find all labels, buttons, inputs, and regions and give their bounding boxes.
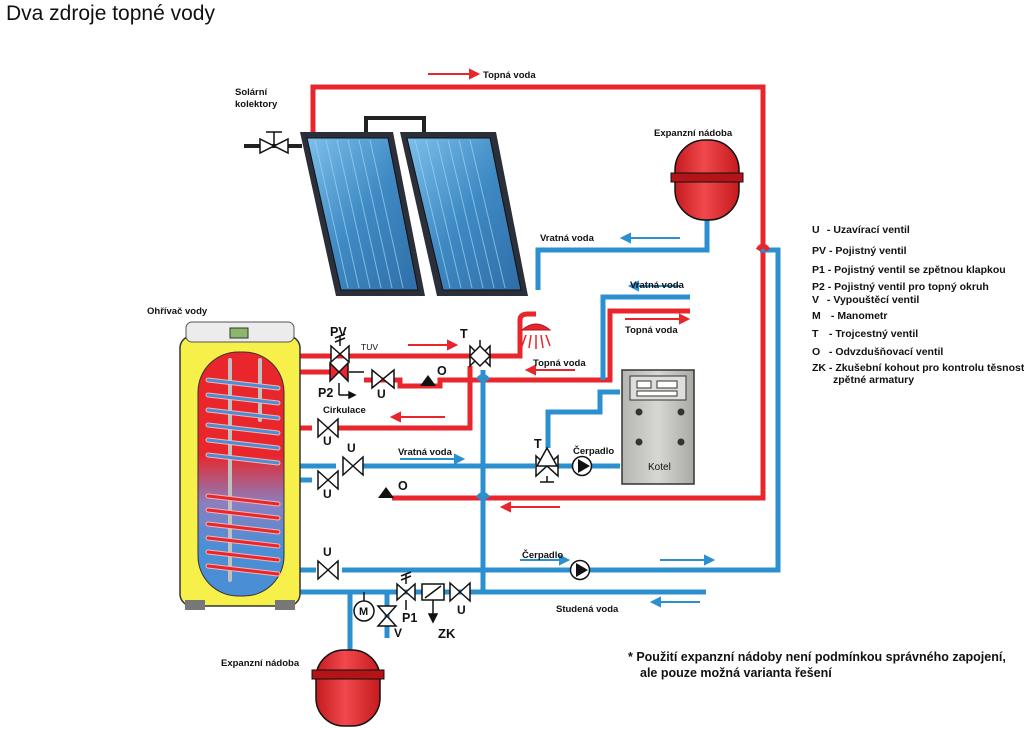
three-way-valve-icon xyxy=(535,446,559,483)
u-coil2-label: U xyxy=(323,487,332,501)
check-valve-icon xyxy=(421,583,445,624)
supply-right-label: Topná voda xyxy=(625,325,678,336)
expansion-tank-top xyxy=(670,139,744,221)
return-right-label: Vratná voda xyxy=(630,280,685,291)
solar-collectors xyxy=(244,116,528,296)
footnote-line-1: * Použití expanzní nádoby není podmínkou… xyxy=(628,650,1006,664)
drain-valve-icon xyxy=(376,605,398,627)
legend-item: PV - Pojistný ventil xyxy=(812,245,907,257)
return-coil-label: Vratná voda xyxy=(398,447,453,458)
legend-item: V - Vypouštěcí ventil xyxy=(812,294,920,306)
gate-valves xyxy=(317,368,471,603)
supply-top-label: Topná voda xyxy=(483,70,536,81)
page-title: Dva zdroje topné vody xyxy=(6,2,215,25)
gate-valve-icon xyxy=(342,455,364,477)
gate-valve-icon xyxy=(317,559,339,581)
circulation-label: Cirkulace xyxy=(323,405,366,416)
p1-label: P1 xyxy=(402,611,417,625)
safety-valve-icon xyxy=(329,361,364,400)
legend-item: M - Manometr xyxy=(812,310,888,322)
legend-item: P2 - Pojistný ventil pro topný okruh xyxy=(812,281,989,293)
three-way-valve-icon xyxy=(468,340,492,368)
return-mid-label: Vratná voda xyxy=(540,233,595,244)
solar-gate-valve xyxy=(259,131,289,155)
expansion-bottom-label: Expanzní nádoba xyxy=(221,658,300,669)
legend-item: ZK - Zkušební kohout pro kontrolu těsnos… xyxy=(812,362,1024,374)
legend-item: zpětné armatury xyxy=(833,374,915,386)
t1-label: T xyxy=(460,327,468,341)
u-bottom-label: U xyxy=(323,545,332,559)
pipe-crossovers xyxy=(475,243,771,500)
safety-valve-icon xyxy=(330,333,350,364)
solar-label-1: Solární xyxy=(235,87,268,98)
flow-arrow-icon xyxy=(389,68,716,608)
air-vent-icon xyxy=(378,487,394,498)
u-circ-label: U xyxy=(323,434,332,448)
pump-icon xyxy=(571,455,593,477)
supply-lower-label: Topná voda xyxy=(533,358,586,369)
boiler-label: Kotel xyxy=(648,462,671,473)
gate-valve-icon xyxy=(317,469,339,491)
v-label: V xyxy=(394,626,402,640)
heater-label: Ohřívač vody xyxy=(147,306,208,317)
u-tuv-label: U xyxy=(377,387,386,401)
legend-item: T - Trojcestný ventil xyxy=(812,328,919,340)
o2-label: O xyxy=(398,479,408,493)
cold-pipes xyxy=(297,218,781,640)
gate-valve-icon xyxy=(371,368,395,390)
pump-boiler-label: Čerpadlo xyxy=(573,445,614,457)
gate-valve-icon xyxy=(317,417,339,439)
footnote-line-2: ale pouze možná varianta řešení xyxy=(640,666,832,680)
boiler xyxy=(621,369,695,485)
o1-label: O xyxy=(437,364,447,378)
water-heater-tank xyxy=(179,321,301,610)
shower-head-icon xyxy=(517,311,552,349)
diagram-labels: Solární kolektory Ohřívač vody Expanzní … xyxy=(147,70,733,669)
tuv-label: TUV xyxy=(361,342,378,352)
p2-label: P2 xyxy=(318,386,333,400)
u-coil1-label: U xyxy=(347,441,356,455)
legend-item: P1 - Pojistný ventil se zpětnou klapkou xyxy=(812,264,1006,276)
pump-circ-label: Čerpadlo xyxy=(522,549,563,561)
legend-item: U - Uzavírací ventil xyxy=(812,224,910,236)
air-vent-icon xyxy=(420,375,436,386)
hot-pipes xyxy=(295,84,766,501)
safety-valve-icon xyxy=(396,571,416,610)
expansion-top-label: Expanzní nádoba xyxy=(654,128,733,139)
legend-item: O - Odvzdušňovací ventil xyxy=(812,346,944,358)
manometer-icon xyxy=(353,592,375,622)
pump-icon xyxy=(569,559,591,581)
solar-label-2: kolektory xyxy=(235,99,278,110)
footnote: * Použití expanzní nádoby není podmínkou… xyxy=(628,649,1006,681)
pv-label: PV xyxy=(330,325,347,339)
gate-valve-icon xyxy=(449,581,471,603)
cold-water-label: Studená voda xyxy=(556,604,619,615)
m-label: M xyxy=(359,606,368,618)
zk-label: ZK xyxy=(438,626,456,641)
expansion-tank-bottom xyxy=(311,640,385,727)
u-cold-label: U xyxy=(457,603,466,617)
t2-label: T xyxy=(534,437,542,451)
